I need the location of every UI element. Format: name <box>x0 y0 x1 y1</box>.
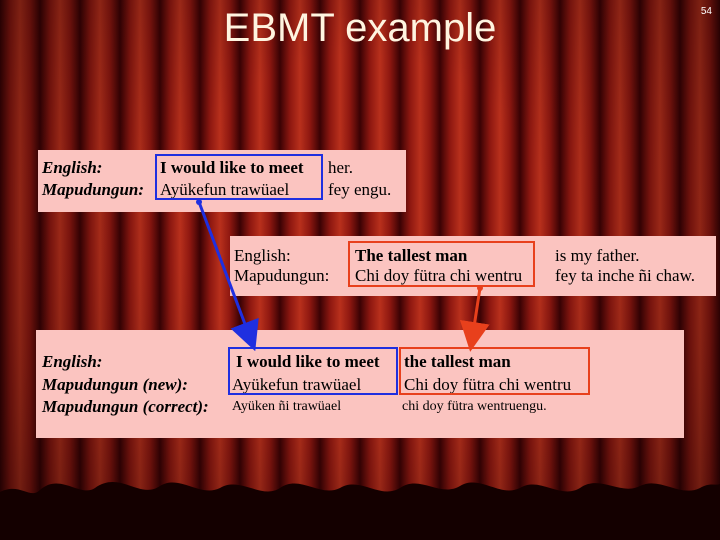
stage-floor <box>0 482 720 540</box>
example-1-mapudungun-label: Mapudungun: <box>42 180 145 199</box>
result-correct-part-2: chi doy fütra wentruengu. <box>402 399 547 414</box>
example-1-mapudungun-segment: Ayükefun trawüael <box>160 180 290 199</box>
example-2-mapudungun-rest: fey ta inche ñi chaw. <box>555 266 696 285</box>
example-1-english-label: English: <box>42 158 103 177</box>
example-2-match-frame <box>348 241 535 287</box>
example-2-english-rest: is my father. <box>555 246 640 265</box>
blue-arrow <box>196 199 259 352</box>
example-2-english-segment: The tallest man <box>355 246 468 265</box>
example-1-english-segment: I would like to meet <box>160 158 304 177</box>
result-part-2-frame <box>399 347 590 395</box>
example-2-english-label: English: <box>234 246 291 265</box>
result-english-label: English: <box>42 352 103 371</box>
result-part-1-frame <box>228 347 398 395</box>
page-number: 54 <box>700 6 712 17</box>
example-1-box <box>38 150 406 212</box>
red-arrow <box>459 285 490 352</box>
example-1-match-frame <box>155 154 323 200</box>
example-2-mapudungun-label: Mapudungun: <box>234 266 330 285</box>
result-mapudungun-correct-label: Mapudungun (correct): <box>42 397 209 416</box>
result-new-part-2: Chi doy fütra chi wentru <box>404 375 572 394</box>
result-english-part-1: I would like to meet <box>236 352 380 371</box>
result-mapudungun-new-label: Mapudungun (new): <box>42 375 188 394</box>
example-1-mapudungun-rest: fey engu. <box>328 180 392 199</box>
slide-title: EBMT example <box>223 6 497 50</box>
example-2-mapudungun-segment: Chi doy fütra chi wentru <box>355 266 523 285</box>
example-1-english-rest: her. <box>328 158 354 177</box>
result-english-part-2: the tallest man <box>404 352 511 371</box>
result-correct-part-1: Ayüken ñi trawüael <box>232 399 342 414</box>
result-new-part-1: Ayükefun trawüael <box>232 375 362 394</box>
